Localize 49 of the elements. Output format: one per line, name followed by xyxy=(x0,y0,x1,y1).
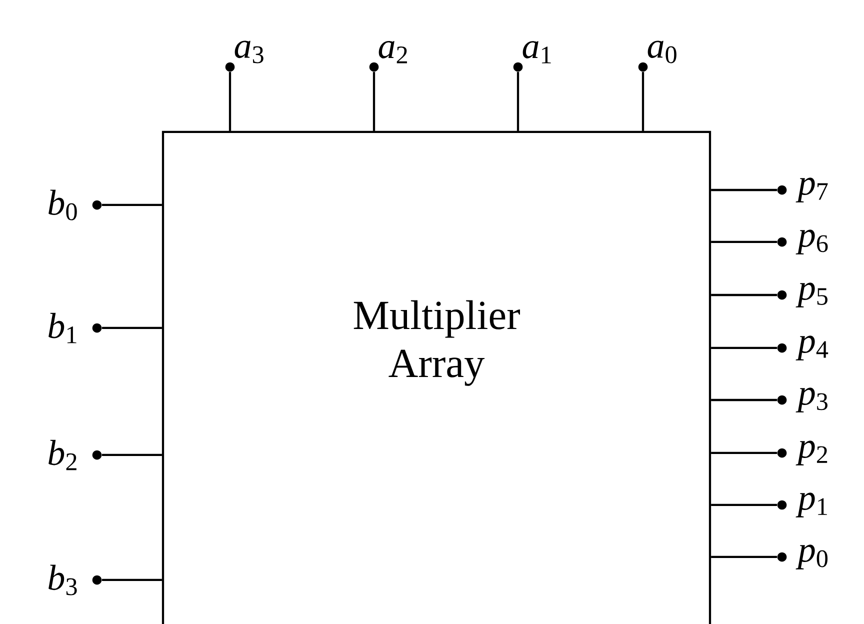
wire xyxy=(642,72,644,131)
wire xyxy=(102,578,162,582)
node-label: p$_{6}$ xyxy=(796,230,828,254)
multiplier-box: Multiplier Array xyxy=(162,130,712,624)
node-label: a$_{0}$ xyxy=(648,40,676,64)
node-label: p$_{4}$ xyxy=(796,336,828,360)
node-label: b$_{2}$ xyxy=(48,440,76,470)
pin-terminal: p$_{4}$ xyxy=(777,336,828,360)
pin-terminal: p$_{3}$ xyxy=(777,388,828,412)
node-label: b$_{3}$ xyxy=(48,564,77,596)
wire xyxy=(102,204,162,206)
wire xyxy=(711,452,778,454)
node-label: b$_{1}$ xyxy=(48,312,76,344)
wire xyxy=(516,72,520,131)
pin-terminal: b$_{3}$ xyxy=(48,564,102,596)
node-label: p$_{1}$ xyxy=(796,492,827,518)
node-label: p$_{3}$ xyxy=(796,388,828,412)
node-label: a$_{1}$ xyxy=(522,41,551,64)
pin-terminal: a$_{1}$ xyxy=(513,41,551,72)
pin-terminal: b$_{1}$ xyxy=(48,312,102,344)
node-label: a$_{2}$ xyxy=(378,41,407,64)
pin-terminal: a$_{0}$ xyxy=(638,40,676,72)
pin-terminal: p$_{5}$ xyxy=(777,282,828,308)
wire xyxy=(102,454,162,456)
node-label: b$_{0}$ xyxy=(48,190,77,220)
pin-terminal: b$_{0}$ xyxy=(48,190,102,220)
wire xyxy=(711,294,778,296)
wire xyxy=(102,326,162,330)
node-label: a$_{3}$ xyxy=(234,40,264,64)
pin-terminal: p$_{0}$ xyxy=(777,544,828,570)
node-label: p$_{0}$ xyxy=(796,544,828,570)
pin-terminal: a$_{2}$ xyxy=(369,41,407,72)
wire xyxy=(711,188,778,192)
wire xyxy=(228,72,232,131)
pin-terminal: p$_{7}$ xyxy=(777,178,828,202)
wire xyxy=(711,504,778,506)
pin-terminal: p$_{1}$ xyxy=(777,492,827,518)
node-label: p$_{7}$ xyxy=(796,178,828,202)
wire xyxy=(711,346,778,350)
pin-terminal: p$_{2}$ xyxy=(777,440,828,466)
wire xyxy=(711,556,778,558)
node-label: p$_{5}$ xyxy=(796,282,828,308)
pin-terminal: p$_{6}$ xyxy=(777,230,828,254)
wire xyxy=(711,240,778,244)
pin-terminal: b$_{2}$ xyxy=(48,440,102,470)
wire xyxy=(711,398,778,402)
wire xyxy=(372,72,376,131)
node-label: p$_{2}$ xyxy=(796,440,828,466)
pin-terminal: a$_{3}$ xyxy=(225,40,264,72)
